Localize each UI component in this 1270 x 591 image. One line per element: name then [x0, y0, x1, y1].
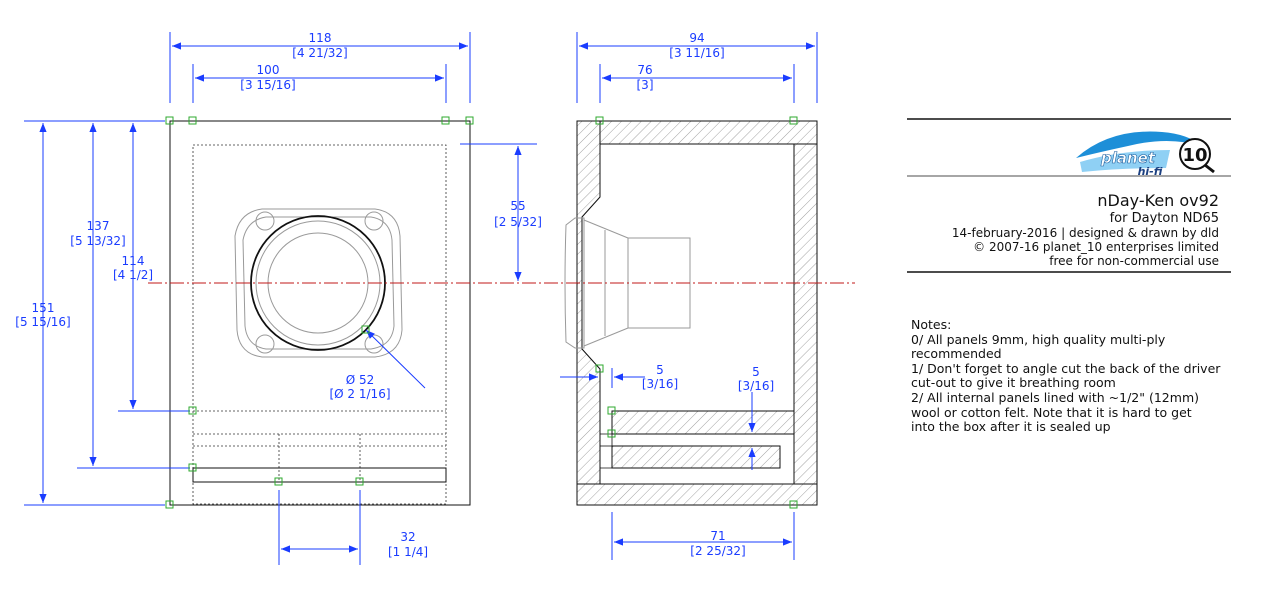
- drawing-subtitle: for Dayton ND65: [1110, 211, 1219, 226]
- dim-bottom-depth-inch: [2 25/32]: [690, 544, 745, 558]
- note-line-1: 0/ All panels 9mm, high quality multi-pl…: [911, 331, 1166, 347]
- logo-number: 10: [1182, 145, 1207, 166]
- dim-side-depth-inch: [3 11/16]: [669, 46, 724, 60]
- side-panels-hatched: [576, 120, 818, 506]
- dimension-lines: [24, 32, 818, 565]
- side-view: [564, 120, 818, 506]
- drawing-license: free for non-commercial use: [1049, 254, 1219, 268]
- dim-height-114-mm: 114: [122, 254, 145, 268]
- front-view: [169, 120, 471, 506]
- dim-bottom-depth-mm: 71: [710, 529, 725, 543]
- dim-driver-diameter-inch: [Ø 2 1/16]: [329, 387, 390, 401]
- dim-side-depth-mm: 94: [689, 31, 704, 45]
- note-line-7: into the box after it is sealed up: [911, 419, 1111, 435]
- dim-front-width-mm: 118: [309, 31, 332, 45]
- dim-driver-offset-mm: 55: [510, 199, 525, 213]
- port-slot: [192, 467, 447, 483]
- dim-front-inner-width-inch: [3 15/16]: [240, 78, 295, 92]
- dim-baffle-gap-inch: [3/16]: [642, 377, 678, 391]
- dim-shelf-gap-inch: [3/16]: [738, 379, 774, 393]
- drawing-date-line: 14-february-2016 | designed & drawn by d…: [952, 226, 1219, 240]
- dim-driver-offset-inch: [2 5/32]: [494, 215, 542, 229]
- dim-driver-diameter-mm: Ø 52: [346, 373, 375, 387]
- notes-heading: Notes:: [911, 317, 952, 332]
- dim-side-inner-depth-mm: 76: [637, 63, 652, 77]
- planet10-logo: planet hi-fi 10: [1076, 131, 1215, 178]
- dim-front-inner-width-mm: 100: [257, 63, 280, 77]
- notes-panel: Notes: 0/ All panels 9mm, high quality m…: [911, 317, 1241, 435]
- note-line-5: 2/ All internal panels lined with ~1/2" …: [911, 389, 1199, 405]
- dim-port-spacing-mm: 32: [400, 530, 415, 544]
- note-line-4: cut-out to give it breathing room: [911, 375, 1116, 391]
- dim-height-inch: [5 15/16]: [15, 315, 70, 329]
- logo-text-top: planet: [1100, 149, 1156, 167]
- dim-height-mm: 151: [32, 301, 55, 315]
- front-inner-dotted: [192, 144, 447, 505]
- dim-port-spacing-inch: [1 1/4]: [388, 545, 428, 559]
- dim-front-width-inch: [4 21/32]: [292, 46, 347, 60]
- note-line-6: wool or cotton felt. Note that it is har…: [911, 404, 1192, 420]
- dim-height-114-inch: [4 1/2]: [113, 268, 153, 282]
- title-block: planet hi-fi 10 nDay-Ken ov92 for Dayton…: [907, 118, 1231, 273]
- drawing-title: nDay-Ken ov92: [1097, 191, 1219, 210]
- dim-height-137-mm: 137: [87, 219, 110, 233]
- dim-height-137-inch: [5 13/32]: [70, 234, 125, 248]
- front-panel-outline: [169, 120, 471, 506]
- dim-side-inner-depth-inch: [3]: [637, 78, 654, 92]
- node-markers: [165, 116, 798, 509]
- logo-text-bottom: hi-fi: [1138, 165, 1163, 178]
- dim-baffle-gap-mm: 5: [656, 363, 664, 377]
- note-line-3: 1/ Don't forget to angle cut the back of…: [911, 360, 1221, 376]
- note-line-2: recommended: [911, 346, 1002, 362]
- drawing-copyright: © 2007-16 planet_10 enterprises limited: [973, 240, 1219, 254]
- dim-shelf-gap-mm: 5: [752, 365, 760, 379]
